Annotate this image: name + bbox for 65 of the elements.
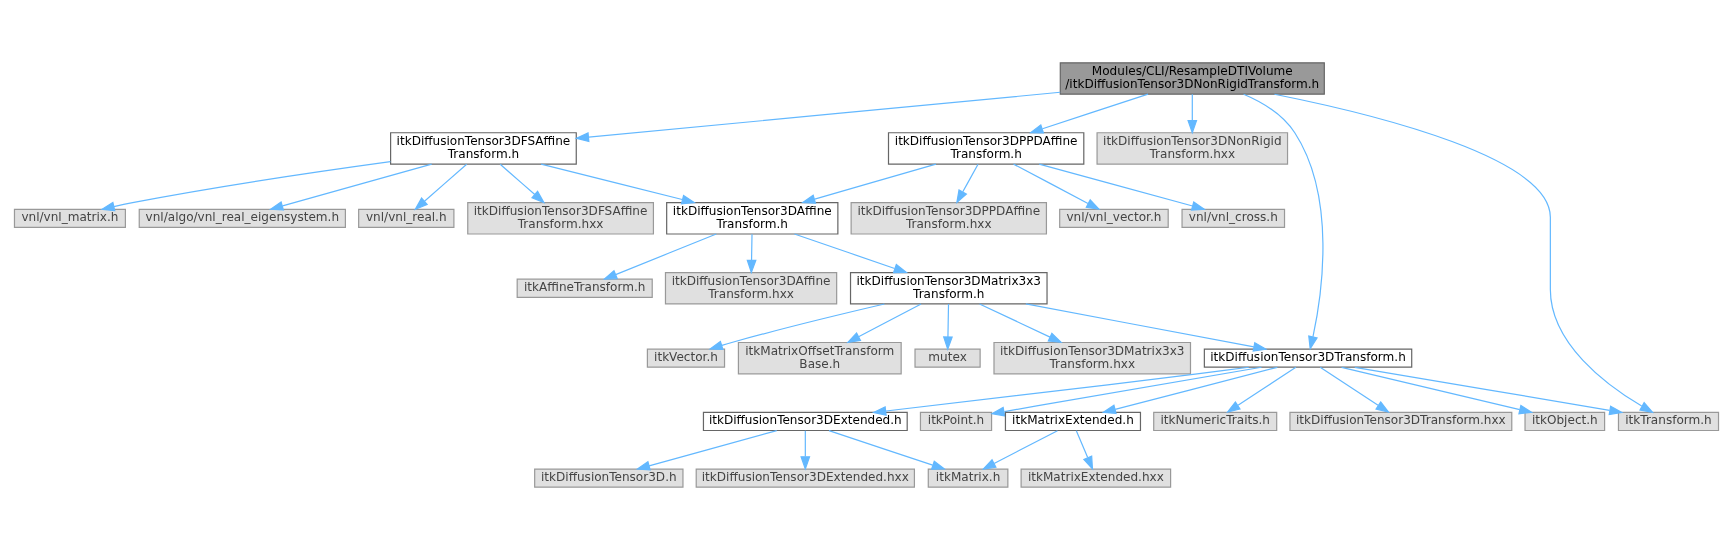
node-box: itkDiffusionTensor3DMatrix3x3 Transform.h bbox=[849, 271, 1048, 305]
arrow bbox=[100, 160, 391, 211]
node-box: itkDiffusionTensor3DAffine Transform.hxx bbox=[664, 271, 838, 305]
node-box: vnl/vnl_real.h bbox=[358, 208, 455, 228]
node-box: itkDiffusionTensor3DAffine Transform.h bbox=[666, 201, 839, 235]
node-box: vnl/vnl_vector.h bbox=[1059, 208, 1169, 228]
arrow bbox=[1354, 366, 1624, 415]
node-box: itkPoint.h bbox=[919, 411, 993, 431]
node-box: itkAffineTransform.h bbox=[516, 278, 653, 298]
node-box: itkObject.h bbox=[1524, 411, 1606, 431]
node-box: itkDiffusionTensor3DPPDAffine Transform.h bbox=[887, 131, 1085, 165]
arrow bbox=[978, 302, 1063, 343]
node-box: vnl/vnl_matrix.h bbox=[13, 208, 126, 228]
arrow bbox=[800, 429, 811, 471]
arrow bbox=[942, 303, 953, 351]
arrow bbox=[746, 233, 757, 274]
arrow bbox=[1038, 163, 1207, 211]
node-box: itkDiffusionTensor3DExtended.hxx bbox=[695, 468, 916, 488]
node-box: itkDiffusionTensor3DMatrix3x3 Transform.hxx bbox=[993, 341, 1192, 374]
node-box: itkDiffusionTensor3D.h bbox=[534, 468, 684, 488]
arrow bbox=[828, 429, 947, 470]
arrow bbox=[1226, 366, 1297, 413]
arrow bbox=[540, 163, 696, 204]
arrow bbox=[602, 232, 717, 280]
arrow bbox=[1075, 429, 1094, 471]
node-box: itkMatrixExtended.h bbox=[1004, 411, 1142, 431]
arrow bbox=[413, 163, 468, 210]
node-box: vnl/algo/vnl_real_eigensystem.h bbox=[138, 208, 346, 228]
node-box: itkDiffusionTensor3DExtended.h bbox=[702, 411, 908, 431]
arrow bbox=[990, 366, 1263, 417]
arrow bbox=[1341, 366, 1534, 414]
arrow bbox=[1025, 302, 1268, 352]
node-box: itkMatrixOffsetTransform Base.h bbox=[737, 341, 902, 374]
node-box: itkMatrixExtended.hxx bbox=[1020, 468, 1172, 488]
arrow bbox=[1101, 366, 1278, 414]
node-box: itkMatrix.h bbox=[927, 468, 1009, 488]
node-box: itkDiffusionTensor3DTransform.h bbox=[1203, 348, 1413, 368]
arrow bbox=[499, 163, 546, 204]
node-box: itkNumericTraits.h bbox=[1153, 411, 1278, 431]
node-box: itkDiffusionTensor3DFSAffine Transform.h bbox=[390, 131, 577, 165]
arrow bbox=[1187, 93, 1198, 134]
node-box: vnl/vnl_cross.h bbox=[1181, 208, 1286, 228]
arrow bbox=[956, 163, 979, 204]
arrow bbox=[981, 429, 1059, 470]
arrow bbox=[1243, 93, 1324, 351]
arrow bbox=[793, 232, 909, 273]
arrow bbox=[635, 429, 778, 471]
arrow bbox=[708, 302, 885, 350]
node-box: itkDiffusionTensor3DFSAffine Transform.hxx bbox=[467, 201, 655, 235]
arrow bbox=[1028, 93, 1149, 133]
arrow bbox=[574, 91, 1061, 142]
node-box: itkDiffusionTensor3DNonRigid Transform.hxx bbox=[1096, 131, 1289, 165]
arrow bbox=[268, 163, 433, 211]
arrow bbox=[1012, 163, 1101, 210]
arrow bbox=[846, 302, 922, 343]
node-box: mutex bbox=[914, 348, 981, 368]
arrow bbox=[1273, 93, 1655, 413]
arrow bbox=[1319, 366, 1390, 413]
arrow bbox=[801, 163, 937, 204]
arrow bbox=[871, 366, 1250, 416]
node-box: itkTransform.h bbox=[1617, 411, 1720, 431]
node-box: itkDiffusionTensor3DTransform.hxx bbox=[1289, 411, 1513, 431]
node-box: Modules/CLI/ResampleDTIVolume /itkDiffusionTensor3DNonRigidTransform.h bbox=[1059, 61, 1325, 95]
node-box: itkDiffusionTensor3DPPDAffine Transform.hxx bbox=[850, 201, 1048, 235]
node-box: itkVector.h bbox=[646, 348, 726, 368]
